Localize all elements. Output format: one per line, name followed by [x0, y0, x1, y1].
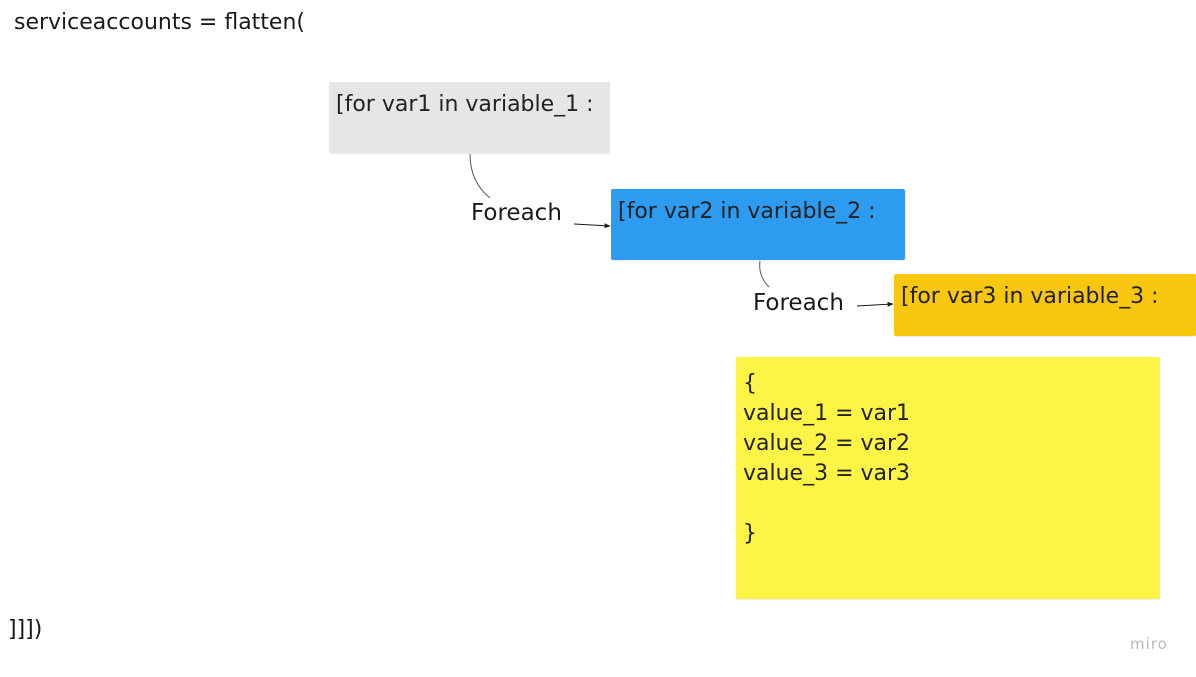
- body-code-line: }: [743, 521, 757, 546]
- connector-2-curve: [759, 260, 770, 288]
- connector-label-foreach: Foreach: [471, 200, 562, 226]
- loop-note-var1[interactable]: [for var1 in variable_1 :: [329, 82, 610, 153]
- body-code-line: {: [743, 371, 757, 396]
- connector-2-arrow: [856, 301, 894, 307]
- body-code-line: [743, 489, 910, 519]
- header-code-text: serviceaccounts = flatten(: [14, 10, 305, 35]
- loop-note-label: [for var2 in variable_2 :: [618, 199, 876, 224]
- loop-note-label: [for var1 in variable_1 :: [336, 92, 594, 117]
- footer-code-text: ]]]): [8, 617, 43, 642]
- loop-note-var2[interactable]: [for var2 in variable_2 :: [611, 189, 905, 260]
- connector-label-foreach: Foreach: [753, 290, 844, 316]
- body-code-lines: { value_1 = var1 value_2 = var2 value_3 …: [743, 369, 910, 549]
- body-note[interactable]: { value_1 = var1 value_2 = var2 value_3 …: [736, 357, 1160, 599]
- loop-note-var3[interactable]: [for var3 in variable_3 :: [894, 274, 1196, 336]
- body-code-line: value_3 = var3: [743, 461, 911, 486]
- body-code-line: value_1 = var1: [743, 401, 911, 426]
- connector-1-curve: [469, 153, 491, 199]
- loop-note-label: [for var3 in variable_3 :: [901, 284, 1159, 309]
- miro-watermark-logo: miro: [1130, 635, 1168, 653]
- connector-1-arrow: [573, 223, 611, 229]
- body-code-line: value_2 = var2: [743, 431, 911, 456]
